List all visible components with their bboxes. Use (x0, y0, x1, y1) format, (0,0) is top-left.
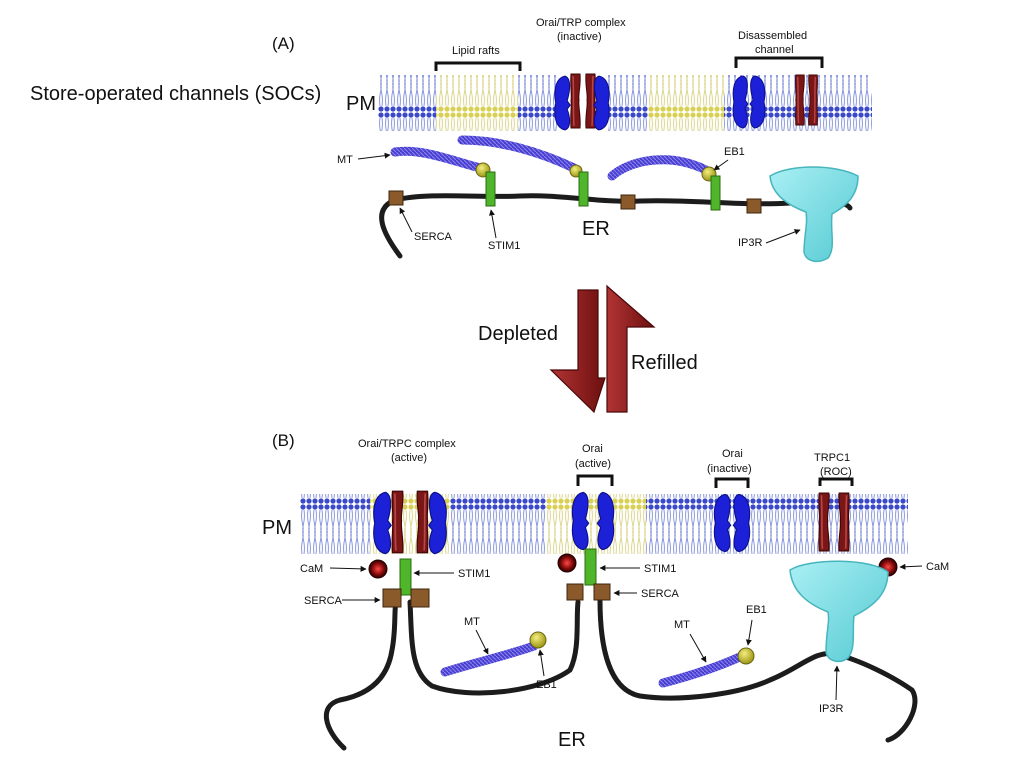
stim1-a3 (710, 175, 721, 211)
serca-b-left-1 (382, 588, 402, 608)
eb1-label-a: EB1 (724, 146, 745, 158)
refilled-arrow (606, 284, 656, 413)
disassembled-channel (732, 56, 824, 129)
stim1-b-mid (584, 548, 597, 586)
stim1-arrow-a (488, 209, 497, 239)
stim1-label-b-mid: STIM1 (644, 563, 676, 575)
depleted-arrow (549, 289, 606, 414)
er-label-a: ER (582, 218, 610, 240)
trpc1-subtitle: (ROC) (820, 466, 852, 478)
eb1-arrow-b-left (537, 649, 545, 677)
refilled-label: Refilled (631, 352, 698, 374)
mt-b-left (440, 641, 539, 677)
trpc1-title: TRPC1 (814, 452, 850, 464)
slide-title: Store-operated channels (SOCs) (30, 83, 322, 105)
serca-label-b-mid: SERCA (641, 588, 680, 600)
mt-arrow-a (357, 152, 391, 160)
eb1-arrow-b-right (745, 619, 753, 646)
lipid-rafts-bracket (434, 61, 522, 71)
mt-b-right (658, 651, 747, 688)
mt-label-b-right: MT (674, 619, 690, 631)
complex-b-title: Orai/TRPC complex (358, 438, 456, 450)
mt-arrow-b-left (475, 629, 489, 655)
cam-arrow-b-right (899, 563, 923, 570)
serca-a1 (388, 190, 404, 206)
panel-b-label: (B) (272, 431, 295, 450)
eb1-b-left (529, 631, 547, 649)
cam-b-left (368, 559, 388, 579)
stim1-label-a: STIM1 (488, 240, 520, 252)
serca-b-left-2 (410, 588, 430, 608)
eb1-b-right (737, 647, 755, 665)
serca-label-b-left: SERCA (304, 595, 343, 607)
cam-b-mid (557, 553, 577, 573)
complex-a-state: (inactive) (557, 31, 602, 43)
eb1-label-b-left: EB1 (536, 679, 557, 691)
mt-arrow-b-right (689, 633, 707, 663)
serca-a2 (620, 194, 636, 210)
depleted-label: Depleted (478, 323, 558, 345)
serca-b-mid-2 (593, 583, 611, 601)
stim1-label-b-left: STIM1 (458, 568, 490, 580)
panel-b-pm-label: PM (262, 517, 292, 539)
disassembled-subtitle: channel (755, 44, 794, 56)
panel-a-label: (A) (272, 34, 295, 53)
equilibrium-arrows (549, 284, 656, 414)
orai-trp-complex-inactive (554, 73, 610, 131)
cam-label-b-left: CaM (300, 563, 323, 575)
er-membrane-a (379, 193, 853, 259)
lipid-rafts-label: Lipid rafts (452, 45, 500, 57)
serca-arrow-a (399, 207, 413, 233)
mt-label-b-left: MT (464, 616, 480, 628)
ip3r-label-b: IP3R (819, 703, 844, 715)
stim1-b-left (399, 558, 412, 596)
ip3r-b (789, 560, 889, 663)
orai-active-title: Orai (582, 443, 603, 455)
orai-inactive-title: Orai (722, 448, 743, 460)
er-label-b: ER (558, 729, 586, 751)
stim1-a1 (485, 171, 496, 207)
orai-active-state: (active) (575, 458, 611, 470)
serca-b-mid-1 (566, 583, 584, 601)
orai-inactive-state: (inactive) (707, 463, 752, 475)
disassembled-title: Disassembled (738, 30, 807, 42)
mt-label-a: MT (337, 154, 353, 166)
ip3r-label-a: IP3R (738, 237, 763, 249)
serca-label-a: SERCA (414, 231, 453, 243)
ip3r-arrow-b (833, 665, 840, 701)
eb1-arrow-a (713, 159, 729, 171)
cam-arrow-b-left (329, 565, 367, 572)
microtubules-a (390, 135, 711, 181)
ip3r-arrow-a (765, 229, 801, 244)
trpc1-roc (818, 477, 854, 552)
cam-label-b-right: CaM (926, 561, 949, 573)
orai-inactive (713, 477, 751, 553)
er-membrane-b (323, 597, 918, 751)
eb1-label-b-right: EB1 (746, 604, 767, 616)
orai-active (571, 474, 615, 551)
complex-b-state: (active) (391, 452, 427, 464)
stim1-a2 (578, 171, 589, 207)
ip3r-a (769, 166, 859, 263)
serca-a3 (746, 198, 762, 214)
panel-a-pm-label: PM (346, 93, 376, 115)
complex-a-title: Orai/TRP complex (536, 17, 626, 29)
